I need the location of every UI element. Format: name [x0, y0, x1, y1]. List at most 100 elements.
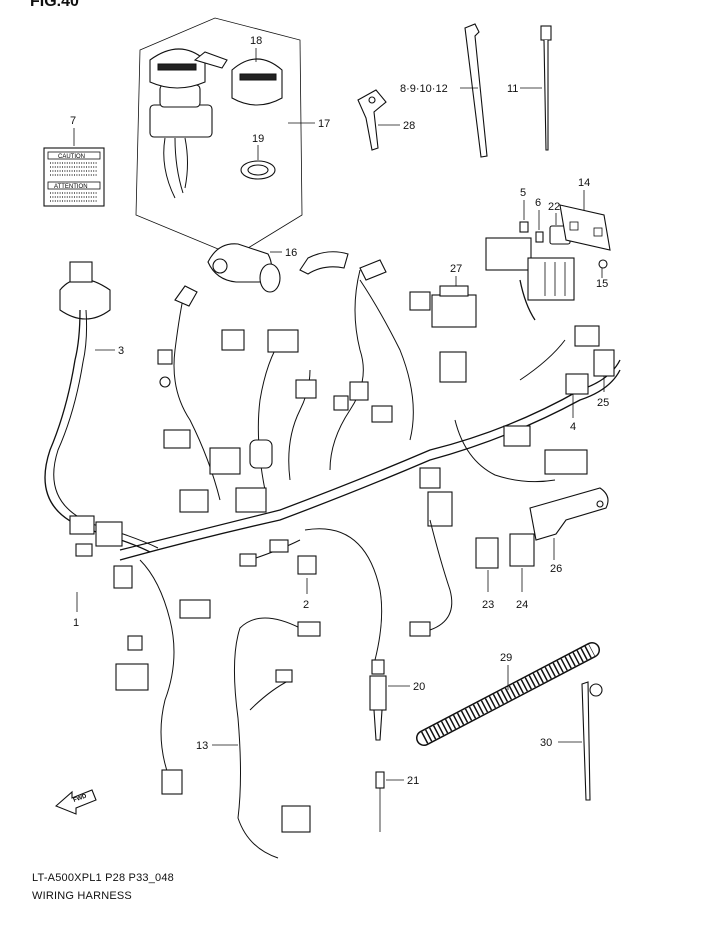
callout-19: 19: [252, 133, 264, 145]
bracket-plate: [529, 487, 609, 541]
callout-18: 18: [250, 35, 262, 47]
attention-band: [47, 181, 101, 190]
accessory-socket: 16: [207, 243, 297, 293]
connector-upper: [299, 251, 349, 275]
caution-label: CAUTION ATTENTION 7: [43, 115, 105, 207]
group-17-box: [135, 17, 303, 257]
coupler-4: [565, 373, 589, 395]
callout-22: 22: [548, 201, 560, 213]
callout-7: 7: [70, 115, 76, 127]
coupler-m: [157, 349, 173, 365]
sub-harness-13: 13: [196, 617, 321, 859]
fuse-slots: [544, 262, 566, 296]
coupler-aa: [574, 325, 600, 347]
coupler-h: [163, 429, 191, 449]
sensor-lead: [304, 528, 383, 661]
sub-harness-3: 3: [44, 261, 159, 553]
ignition-switch-group: 17 18 19: [135, 17, 330, 257]
callout-26: 26: [550, 563, 562, 575]
relay-27: [431, 294, 477, 328]
coupler-y: [544, 449, 588, 475]
callout-13: 13: [196, 740, 208, 752]
coupler-o: [419, 467, 441, 489]
coupler-e: [333, 395, 349, 411]
model-code: LT-A500XPL1 P28 P33_048: [32, 872, 175, 884]
coupler-24: [509, 533, 535, 567]
callout-20: 20: [413, 681, 425, 693]
connector-upper-b: [359, 259, 387, 281]
coupler-q: [69, 515, 95, 535]
branch-upper-right: [359, 279, 414, 441]
tie-30-head: [589, 683, 603, 697]
branch-mid-a: [257, 349, 276, 491]
coupler-13-bottom: [281, 805, 311, 833]
switch-cap: [231, 58, 283, 106]
fuse-box-wires: [519, 279, 536, 321]
trunk-lower: [119, 369, 621, 561]
callout-1: 1: [73, 617, 79, 629]
coupler-2-group: 2: [297, 555, 317, 611]
coupler-f: [371, 405, 393, 423]
ignition-key-in-switch: [193, 51, 228, 69]
fwd-arrow-shape: [54, 789, 97, 815]
coupler-j: [249, 439, 273, 469]
band-tie: [464, 23, 488, 158]
callout-23: 23: [482, 599, 494, 611]
harness-13-branch: [249, 679, 291, 711]
coupler-s: [113, 565, 133, 589]
ring-terminal: [159, 376, 171, 388]
fuse-6: [535, 231, 544, 243]
coupler-z: [503, 425, 531, 447]
sensor-body: [369, 675, 387, 711]
fuse-box-right: [527, 257, 575, 301]
coupler-small-b: [239, 553, 257, 567]
coupler-w: [161, 769, 183, 795]
connector-boot: [59, 278, 111, 320]
callout-28: 28: [403, 120, 415, 132]
socket-cap: [259, 263, 281, 293]
callout-5: 5: [520, 187, 526, 199]
coupler-r: [95, 521, 123, 547]
tie-strap: [543, 39, 549, 151]
sensor-20: 20: [304, 528, 425, 741]
corrugated-tube-29: 29: [416, 642, 600, 746]
callout-17: 17: [318, 118, 330, 130]
figure-number: FIG.40: [30, 0, 79, 10]
callout-30: 30: [540, 737, 552, 749]
relay-27-top: [439, 285, 469, 297]
callout-11: 11: [507, 83, 518, 95]
coupler-n: [439, 351, 467, 383]
bracket-slot-a: [569, 221, 579, 231]
branch-right-up: [519, 339, 566, 381]
coupler-g: [409, 291, 431, 311]
coupler-x: [127, 635, 143, 651]
sensor-grommet: [371, 659, 385, 675]
callout-27: 27: [450, 263, 462, 275]
switch-nut-hole: [247, 164, 269, 176]
fuse-relay-group: 5 6 22 14 15 27: [431, 177, 611, 328]
cover-badge: [157, 63, 197, 71]
cap-badge: [239, 73, 277, 81]
coupler-sensor: [409, 621, 431, 637]
branch-lower-left: [139, 559, 175, 781]
socket-opening: [212, 258, 228, 274]
tie-30-strap: [581, 681, 591, 801]
callout-15: 15: [596, 278, 608, 290]
coupler-25: [593, 349, 615, 377]
fuse-box-left: [485, 237, 532, 271]
coupler-v: [115, 663, 149, 691]
coupler-a: [221, 329, 245, 351]
harness-3-lead: [44, 309, 151, 553]
branch-mid-c: [329, 269, 364, 471]
attention-text: ATTENTION: [54, 184, 88, 190]
spare-key: 28: [357, 89, 415, 151]
coupler-small: [269, 539, 289, 553]
coupler-2: [297, 555, 317, 575]
callout-25: 25: [597, 397, 609, 409]
coupler-13-mid: [275, 669, 293, 683]
caution-band: [47, 151, 101, 160]
bracket-hole: [596, 500, 604, 508]
fine-print: [50, 162, 98, 202]
coupler-l: [235, 487, 267, 513]
callout-24: 24: [516, 599, 528, 611]
